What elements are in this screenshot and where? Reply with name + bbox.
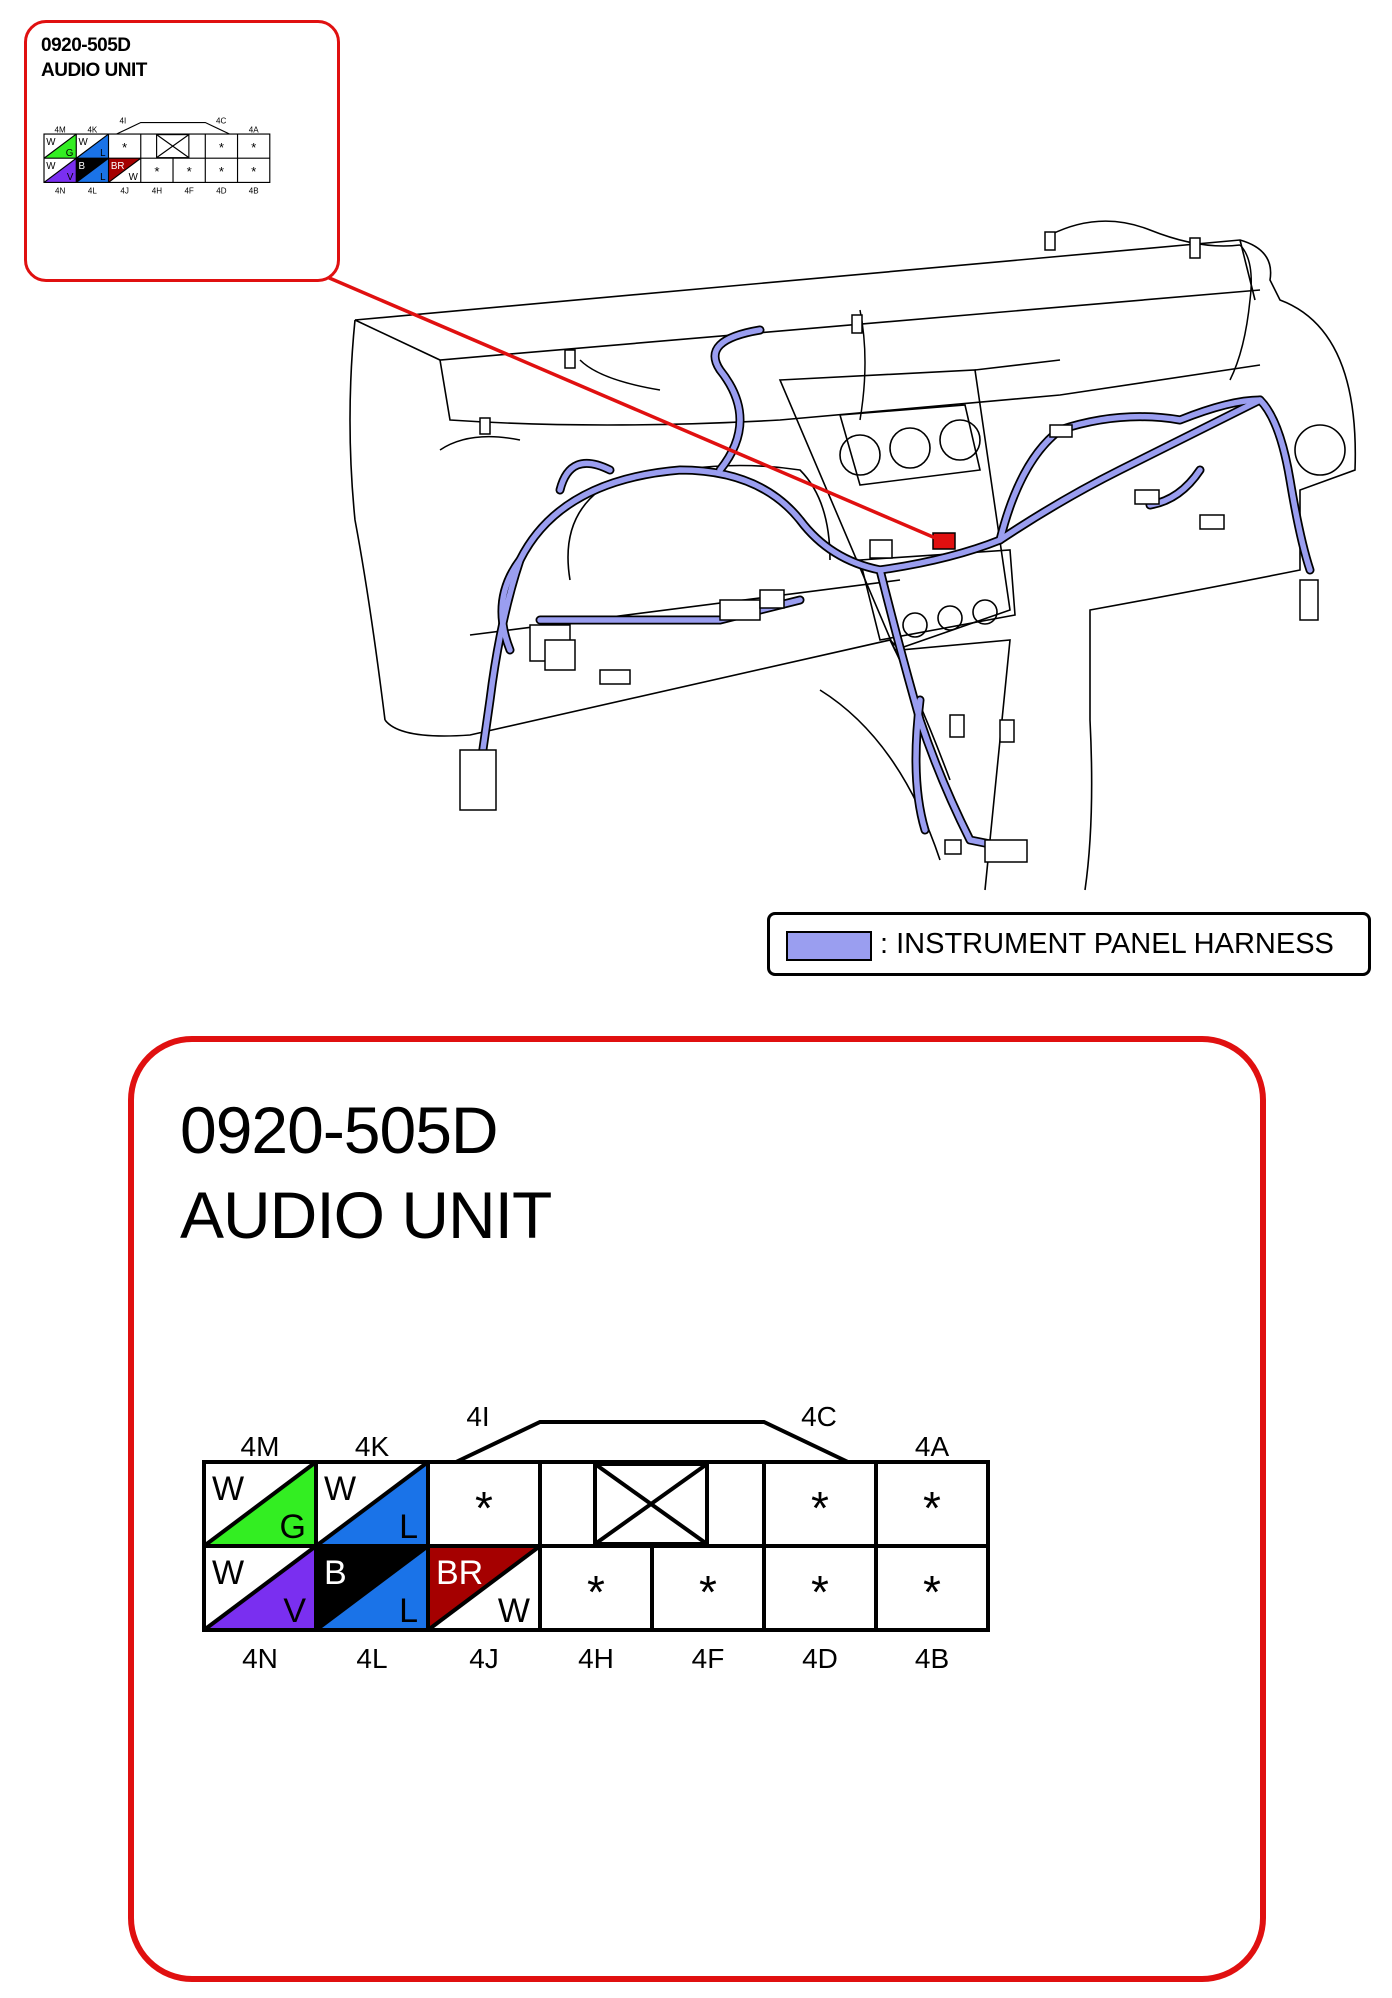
pin-4l-upper-label: B bbox=[324, 1554, 347, 1592]
pin-label-bottom: 4B bbox=[915, 1643, 949, 1674]
pin-4k-lower-color bbox=[76, 134, 109, 159]
small-connector-name: AUDIO UNIT bbox=[41, 60, 147, 81]
pin-divider bbox=[43, 157, 77, 183]
small-connector-code: 0920-505D bbox=[41, 35, 131, 56]
lock-box bbox=[593, 1462, 709, 1546]
pin-4l-lower-label: L bbox=[399, 1592, 418, 1630]
pin-4m-upper-label: W bbox=[46, 137, 56, 148]
pin-4k-lower-label: L bbox=[399, 1508, 418, 1546]
pin-4l-lower-color bbox=[76, 158, 109, 183]
connector-code: 0920-505D bbox=[180, 1093, 499, 1167]
pin-4l-upper-label: B bbox=[79, 161, 86, 172]
unused-pin-mark: * bbox=[219, 140, 224, 155]
pin-divider bbox=[75, 157, 109, 183]
pin-divider bbox=[43, 133, 77, 159]
pin-label-bottom: 4N bbox=[242, 1643, 278, 1674]
unused-pin-mark: * bbox=[219, 164, 224, 179]
unused-pin-mark: * bbox=[251, 140, 256, 155]
pin-4k-lower-label: L bbox=[100, 148, 106, 159]
pin-divider bbox=[314, 1544, 430, 1632]
pin-4j-upper-label: BR bbox=[111, 161, 125, 172]
pin-label-top: 4C bbox=[216, 117, 226, 126]
pin-label-bottom: 4L bbox=[356, 1643, 387, 1674]
pin-label-top: 4A bbox=[915, 1431, 950, 1462]
pin-label-bottom: 4B bbox=[249, 186, 259, 195]
pin-label-bottom: 4D bbox=[802, 1643, 838, 1674]
pin-label-bottom: 4F bbox=[692, 1643, 725, 1674]
pin-divider bbox=[75, 133, 109, 159]
pin-4m-lower-color bbox=[44, 134, 77, 159]
pin-label-bottom: 4J bbox=[120, 186, 129, 195]
unused-pin-mark: * bbox=[811, 1482, 829, 1534]
pin-4m-lower-label: G bbox=[280, 1508, 306, 1546]
pin-label-top: 4M bbox=[241, 1431, 280, 1462]
connector-housing bbox=[116, 121, 230, 135]
pin-label-top: 4I bbox=[120, 117, 127, 126]
pin-4j-upper-label: BR bbox=[436, 1554, 483, 1592]
legend-label: : INSTRUMENT PANEL HARNESS bbox=[880, 928, 1334, 960]
pin-4k-upper-label: W bbox=[324, 1470, 356, 1508]
pin-4n-lower-label: V bbox=[67, 172, 74, 183]
pin-4n-upper-label: W bbox=[212, 1554, 244, 1592]
pin-divider bbox=[202, 1460, 318, 1548]
lock-box bbox=[156, 134, 190, 159]
unused-pin-mark: * bbox=[187, 164, 192, 179]
pin-4n-lower-color bbox=[44, 158, 77, 183]
lock-cross bbox=[156, 134, 190, 159]
unused-pin-mark: * bbox=[475, 1482, 493, 1534]
harness-color-swatch bbox=[786, 931, 872, 961]
pin-label-bottom: 4H bbox=[152, 186, 162, 195]
pin-label-bottom: 4L bbox=[88, 186, 97, 195]
pin-4n-upper-label: W bbox=[46, 161, 56, 172]
pin-label-top: 4K bbox=[87, 125, 97, 134]
pin-4k-upper-label: W bbox=[79, 137, 89, 148]
unused-pin-mark: * bbox=[923, 1566, 941, 1618]
pin-label-bottom: 4J bbox=[469, 1643, 499, 1674]
unused-pin-mark: * bbox=[811, 1566, 829, 1618]
pin-4m-upper-label: W bbox=[212, 1470, 244, 1508]
pin-label-top: 4K bbox=[355, 1431, 390, 1462]
unused-pin-mark: * bbox=[587, 1566, 605, 1618]
pin-4j-lower-label: W bbox=[498, 1592, 530, 1630]
pin-label-top: 4A bbox=[249, 125, 259, 134]
unused-pin-mark: * bbox=[699, 1566, 717, 1618]
pin-label-top: 4C bbox=[801, 1401, 837, 1432]
pin-4l-lower-label: L bbox=[100, 172, 106, 183]
pin-4m-lower-label: G bbox=[66, 148, 74, 159]
pin-label-top: 4I bbox=[466, 1401, 489, 1432]
pin-divider bbox=[314, 1460, 430, 1548]
connector-name: AUDIO UNIT bbox=[180, 1178, 552, 1252]
pin-4n-lower-label: V bbox=[283, 1592, 306, 1630]
callout-leader-line bbox=[319, 272, 941, 542]
unused-pin-mark: * bbox=[122, 140, 127, 155]
instrument-panel-drawing bbox=[319, 220, 1357, 891]
pin-label-bottom: 4N bbox=[55, 186, 65, 195]
unused-pin-mark: * bbox=[251, 164, 256, 179]
legend: : INSTRUMENT PANEL HARNESS bbox=[767, 912, 1371, 976]
pin-label-top: 4M bbox=[55, 125, 66, 134]
unused-pin-mark: * bbox=[154, 164, 159, 179]
connector-housing bbox=[455, 1420, 849, 1464]
unused-pin-mark: * bbox=[923, 1482, 941, 1534]
pin-divider bbox=[108, 157, 142, 183]
lock-cross bbox=[593, 1462, 709, 1546]
audio-unit-connector-marker bbox=[932, 532, 956, 550]
pin-divider bbox=[202, 1544, 318, 1632]
pin-4j-lower-label: W bbox=[129, 172, 139, 183]
pin-label-bottom: 4H bbox=[578, 1643, 614, 1674]
pin-label-bottom: 4D bbox=[216, 186, 226, 195]
pin-label-bottom: 4F bbox=[184, 186, 193, 195]
pin-divider bbox=[426, 1544, 542, 1632]
